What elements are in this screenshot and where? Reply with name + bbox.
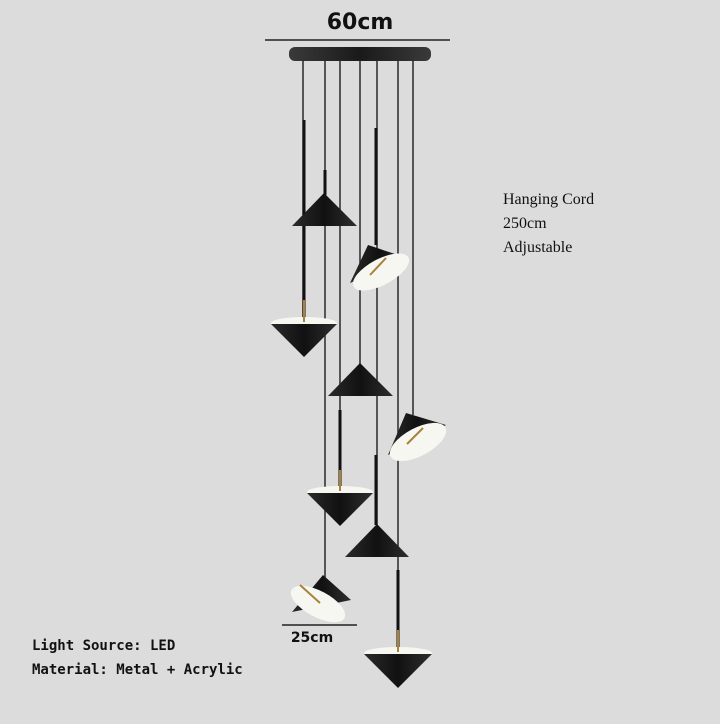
cord-spec-line1: Hanging Cord <box>503 191 595 208</box>
pendant-shade-5 <box>388 413 447 462</box>
pendant-shade-2 <box>350 245 410 291</box>
pendant-shade-1 <box>292 193 357 226</box>
canopy-width-label: 60cm <box>326 10 394 35</box>
pendant-shade-4 <box>328 363 393 396</box>
material-spec-block: Light Source: LED Material: Metal + Acry… <box>32 634 243 682</box>
shade-width-label: 25cm <box>290 630 334 646</box>
pendant-shade-8 <box>290 575 351 623</box>
pendant-shade-9 <box>364 630 432 688</box>
material-spec: Material: Metal + Acrylic <box>32 662 243 678</box>
cord-spec-line3: Adjustable <box>503 239 573 256</box>
pendant-shade-3 <box>271 300 337 357</box>
pendant-shade-6 <box>307 470 373 526</box>
ceiling-canopy <box>289 47 431 61</box>
light-source-spec: Light Source: LED <box>32 638 176 654</box>
cord-spec-block: Hanging Cord 250cm Adjustable <box>503 188 594 260</box>
pendant-shade-7 <box>345 524 409 557</box>
cord-spec-line2: 250cm <box>503 215 547 232</box>
